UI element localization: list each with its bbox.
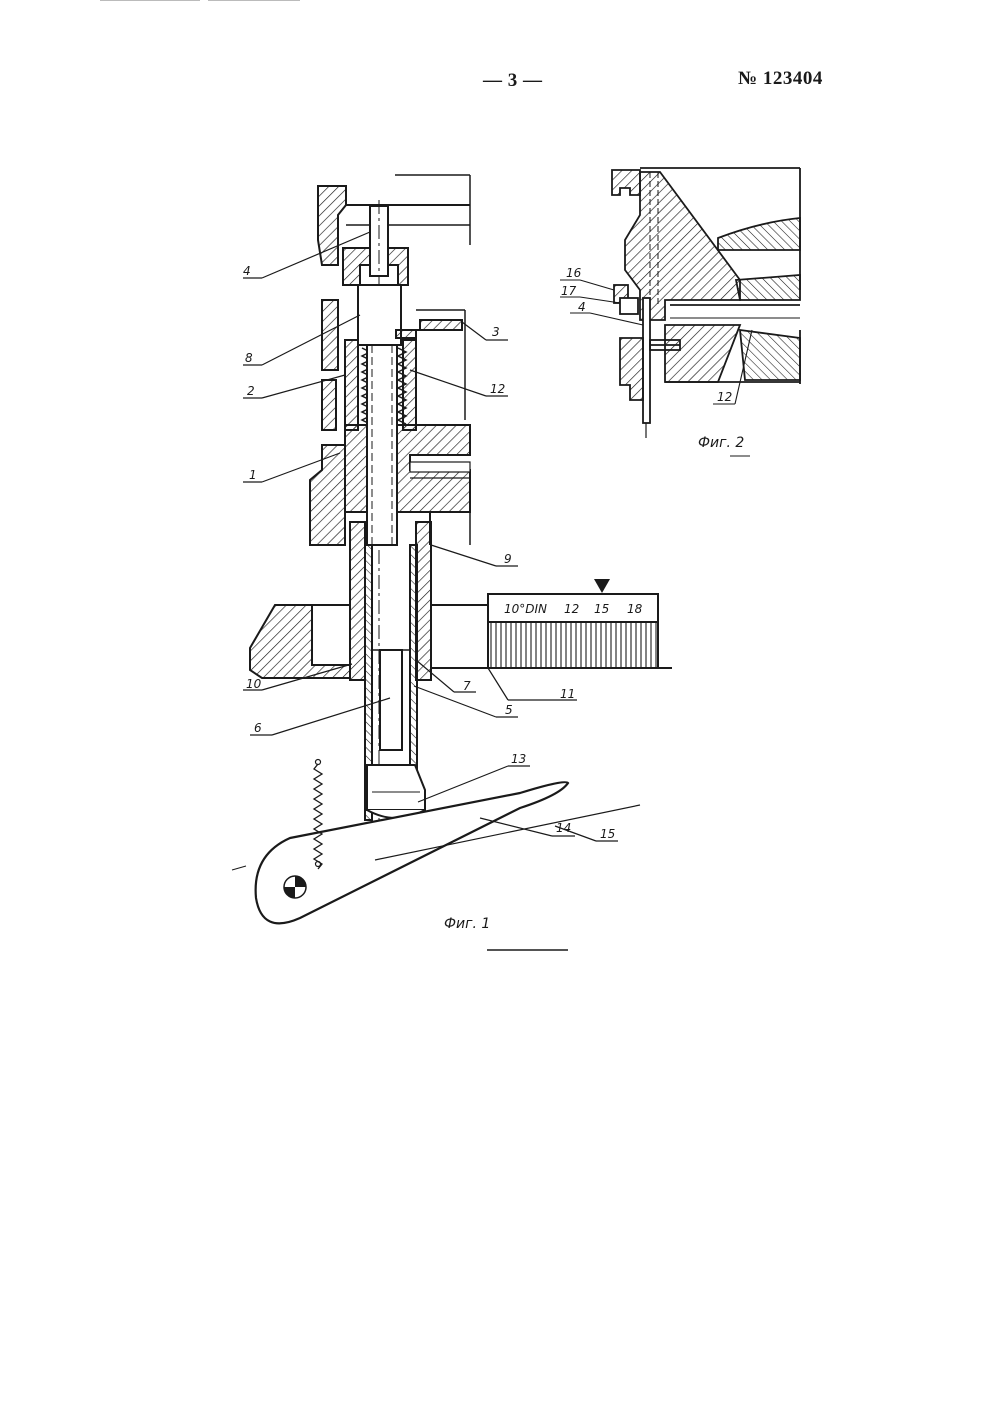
figure-2-caption: Фиг. 2 [698, 435, 744, 451]
outer-tube [350, 522, 365, 680]
callout-12: 12 [490, 382, 505, 396]
callout-12: 12 [717, 390, 732, 404]
scale-tick-label: 12 [564, 602, 579, 616]
callout-7: 7 [463, 679, 471, 693]
outer-tube [416, 522, 431, 680]
callout-5: 5 [505, 703, 513, 717]
pin [643, 298, 650, 423]
lens-element [718, 218, 800, 250]
callout-4: 4 [578, 300, 586, 314]
callout-11: 11 [560, 687, 575, 701]
scale-pointer [594, 579, 610, 593]
callout-15: 15 [600, 827, 615, 841]
scale-unit-label: 10°DIN [504, 602, 547, 616]
callout-2: 2 [247, 384, 255, 398]
lens-element [740, 330, 800, 380]
lower-body [665, 325, 740, 382]
figure-1-caption: Фиг. 1 [444, 916, 490, 932]
scale-tick-label: 15 [594, 602, 609, 616]
lower-clamp [620, 338, 643, 400]
housing-wall [318, 186, 346, 265]
scale-tick-label: 18 [627, 602, 643, 616]
callout-17: 17 [561, 284, 577, 298]
callout-6: 6 [254, 721, 262, 735]
sleeve [358, 285, 401, 345]
callout-9: 9 [504, 552, 512, 566]
callout-14: 14 [556, 821, 571, 835]
upper-rod [370, 206, 388, 276]
bracket [396, 320, 462, 338]
housing-wall [322, 300, 338, 370]
callout-13: 13 [511, 752, 526, 766]
housing-wall [322, 380, 336, 430]
callout-10: 10 [246, 677, 262, 691]
callout-8: 8 [245, 351, 253, 365]
callout-16: 16 [566, 266, 582, 280]
scale-grating [488, 622, 658, 668]
spring-housing [345, 340, 358, 430]
plunger-tip [367, 765, 425, 810]
figure-2 [560, 168, 800, 456]
housing-wall [310, 445, 345, 545]
callout-3: 3 [492, 325, 500, 339]
callout-4: 4 [243, 264, 251, 278]
part-17 [620, 298, 638, 314]
lens-element [736, 275, 800, 300]
callout-1: 1 [249, 468, 257, 482]
frame-clip [612, 170, 640, 195]
